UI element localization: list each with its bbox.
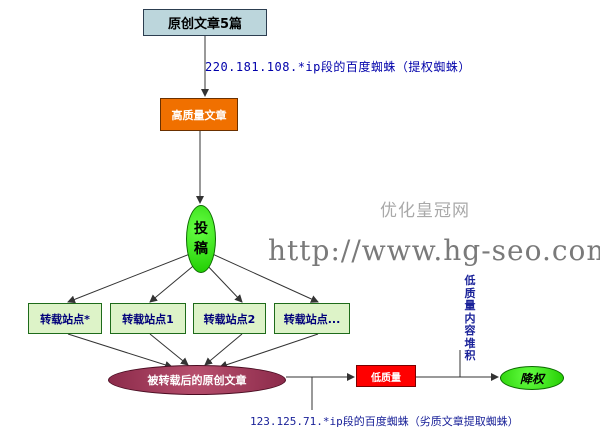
node-repost-site-3: 转载站点2: [193, 303, 266, 334]
node-high-quality-article: 高质量文章: [160, 98, 238, 131]
node-demote: 降权: [500, 366, 564, 390]
node-repost-site-1: 转载站点*: [28, 303, 102, 334]
arrow-site-4-to-merged: [219, 333, 319, 369]
spider-label-top: 220.181.108.*ip段的百度蜘蛛（提权蜘蛛）: [205, 60, 471, 74]
node-submit: 投 稿: [186, 205, 216, 273]
arrow-submit-to-site-3: [203, 261, 243, 303]
submit-line-2: 稿: [194, 241, 208, 257]
node-low-quality: 低质量: [356, 365, 416, 387]
arrow-submit-to-site-2: [149, 261, 199, 303]
arrow-site-3-to-merged: [204, 333, 243, 366]
node-original-articles: 原创文章5篇: [143, 9, 267, 36]
node-repost-site-4: 转载站点...: [274, 303, 350, 334]
arrow-submit-to-site-1: [67, 251, 196, 304]
spider-label-bottom: 123.125.71.*ip段的百度蜘蛛（劣质文章提取蜘蛛）: [250, 415, 519, 428]
arrow-submit-to-site-4: [207, 251, 319, 303]
node-repost-site-2: 转载站点1: [110, 303, 186, 334]
arrow-site-1-to-merged: [67, 333, 173, 369]
watermark-site-name: 优化皇冠网: [380, 201, 470, 221]
node-reposted-original: 被转载后的原创文章: [108, 365, 286, 395]
submit-line-1: 投: [194, 221, 208, 237]
watermark-url: http://www.hg-seo.com: [268, 234, 600, 267]
arrow-site-2-to-merged: [149, 333, 189, 366]
vertical-label: 低质量内容堆积: [464, 274, 476, 362]
